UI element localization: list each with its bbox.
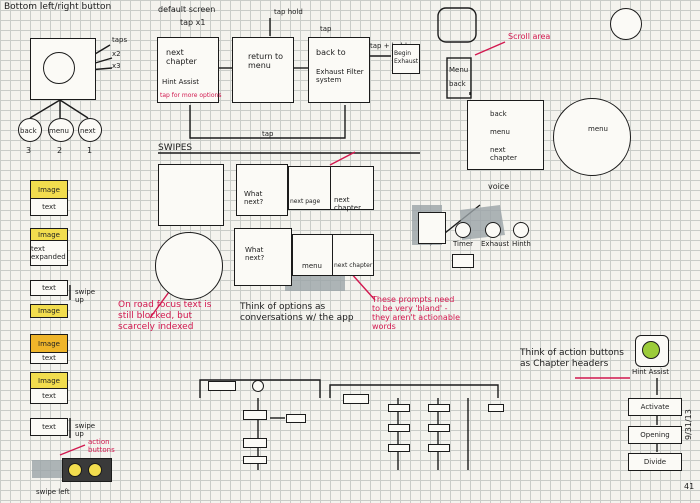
tap-label-next: next xyxy=(80,127,96,135)
flow2-node-c xyxy=(388,424,410,432)
flow2-node-e xyxy=(428,404,450,412)
text-card-4: text xyxy=(30,388,68,404)
tap-bottom-label: tap xyxy=(262,130,273,138)
swipe-up-note-1: swipe up xyxy=(75,288,105,304)
swipe-left-note: swipe left xyxy=(36,488,70,496)
round-watch-top xyxy=(610,8,642,40)
screen-return-menu xyxy=(232,37,294,103)
next-chapter-3: next chapter xyxy=(334,196,368,212)
action-divide: Divide xyxy=(628,453,682,471)
mini-watch xyxy=(418,212,446,244)
image-card-3: Image xyxy=(30,304,68,318)
tap-hold-label: tap hold xyxy=(274,8,303,16)
flow2-node-b xyxy=(388,404,410,412)
image-card-1: Image xyxy=(30,180,68,200)
menu-label: Menu xyxy=(449,66,468,74)
back-label: back xyxy=(449,80,466,88)
exhaust-filter-text: Exhaust Filter system xyxy=(316,68,364,84)
flow1-node-c xyxy=(243,410,267,420)
screen-next-chapter-text: next chapter xyxy=(166,48,210,66)
voice-label: voice xyxy=(488,182,509,191)
round-swipe-screen xyxy=(155,232,223,300)
taps-x2: x2 xyxy=(112,50,121,58)
text-card-2: text xyxy=(30,280,68,296)
return-to-menu-text: return to menu xyxy=(248,52,284,70)
flow1-node-b xyxy=(252,380,264,392)
tap-count-2: 2 xyxy=(57,146,62,155)
taps-note: taps xyxy=(112,36,127,44)
action-activate: Activate xyxy=(628,398,682,416)
action-button-right xyxy=(88,463,102,477)
round-watch-menu xyxy=(553,98,631,176)
round-watch-menu-text: menu xyxy=(588,125,608,133)
flow2-node-a xyxy=(343,394,369,404)
flow2-node-d xyxy=(388,444,410,452)
what-next-1: What next? xyxy=(244,190,280,206)
tap-count-1: 1 xyxy=(87,146,92,155)
taps-x3: x3 xyxy=(112,62,121,70)
scroll-area-note: Scroll area xyxy=(508,32,550,41)
tap-for-more-text: tap for more options xyxy=(160,92,221,100)
begin-exhaust-text: Begin Exhaust xyxy=(394,50,416,66)
action-button-left xyxy=(68,463,82,477)
hinth-label: Hinth xyxy=(512,240,531,248)
prompts-note: These prompts need to be very 'bland' - … xyxy=(372,295,462,331)
flow1-node-a xyxy=(208,381,236,391)
watch-button-circle xyxy=(43,52,75,84)
timer-label: Timer xyxy=(453,240,473,248)
hinth-circle xyxy=(513,222,529,238)
think-options-note: Think of options as conversations w/ the… xyxy=(240,302,360,324)
flow1-node-d xyxy=(286,414,306,423)
think-action-note: Think of action buttons as Chapter heade… xyxy=(520,348,630,370)
default-screen-label: default screen xyxy=(158,5,215,14)
text-card-5: text xyxy=(30,418,68,436)
exhaust-circle xyxy=(485,222,501,238)
watch-next-chapter: next chapter xyxy=(490,146,530,162)
tap-count-3: 3 xyxy=(26,146,31,155)
hint-assist-text: Hint Assist xyxy=(162,78,199,86)
flow2-node-g xyxy=(428,444,450,452)
page-mark: 41 xyxy=(684,482,694,491)
next-page-text: next page xyxy=(290,198,320,206)
tap-label-back: back xyxy=(20,127,37,135)
on-road-note: On road focus text is still blocked, but… xyxy=(118,300,223,333)
header-title: Bottom left/right button xyxy=(4,2,111,13)
next-chapter-tile-text: next chapter xyxy=(334,262,372,270)
text-card-1: text xyxy=(30,198,68,216)
flow1-node-e xyxy=(243,438,267,448)
swipe-up-note-2: swipe up xyxy=(75,422,105,438)
flow2-node-f xyxy=(428,424,450,432)
timer-circle xyxy=(455,222,471,238)
flow1-node-f xyxy=(243,456,267,464)
watch-back: back xyxy=(490,110,507,118)
watch-menu: menu xyxy=(490,128,510,136)
image-card-4: Image xyxy=(30,334,68,354)
flow2-node-h xyxy=(488,404,504,412)
action-watch-button xyxy=(642,341,660,359)
exhaust-label: Exhaust xyxy=(481,240,509,248)
swipes-heading: SWIPES xyxy=(158,143,192,154)
action-opening: Opening xyxy=(628,426,682,444)
action-buttons-note: action buttons xyxy=(88,438,128,454)
back-to-text: back to xyxy=(316,48,346,57)
tap-star-label: tap xyxy=(320,25,331,33)
date-note: 9/31/13 xyxy=(684,409,693,440)
mini-rect xyxy=(452,254,474,268)
menu-tile-text: menu xyxy=(302,262,322,270)
tap-x1-label: tap x1 xyxy=(180,18,205,27)
text-expanded-card: text expanded xyxy=(30,240,68,266)
swipe-screen-1 xyxy=(158,164,224,226)
what-next-2: What next? xyxy=(245,246,281,262)
text-card-3: text xyxy=(30,352,68,364)
tap-label-menu: menu xyxy=(49,127,69,135)
hint-assist-label: Hint Assist xyxy=(632,368,669,376)
